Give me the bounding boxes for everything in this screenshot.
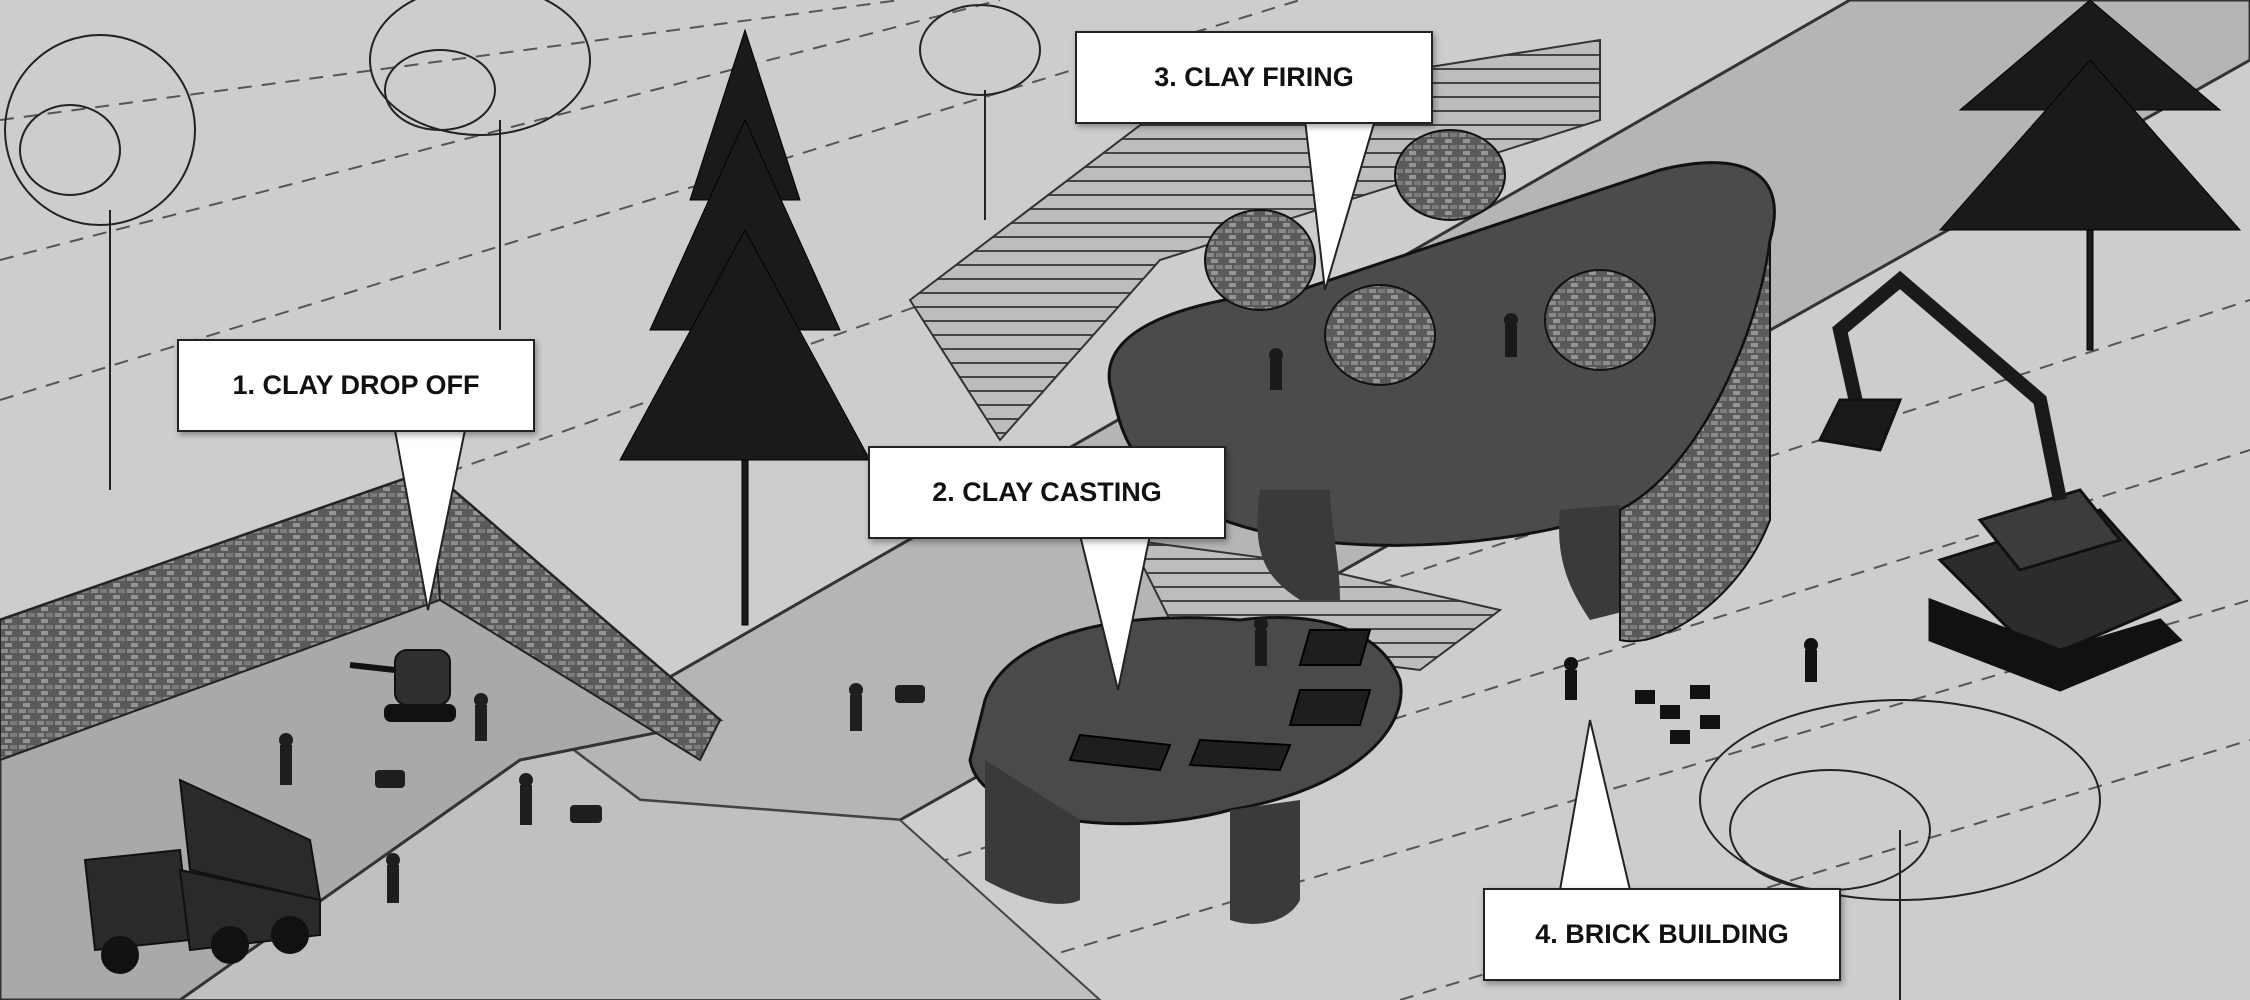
callout-clay-casting: 2. CLAY CASTING	[868, 446, 1226, 539]
kiln	[1204, 209, 1316, 311]
tree-icon	[919, 4, 1041, 220]
firing-platform	[1107, 129, 1776, 643]
brick-pile	[1564, 638, 1818, 744]
callout-label-step1: 1. CLAY DROP OFF	[232, 370, 480, 400]
kiln	[1324, 284, 1436, 386]
dump-truck-icon	[83, 778, 322, 974]
callout-label-step3: 3. CLAY FIRING	[1154, 62, 1354, 92]
trees	[4, 0, 2101, 1000]
tree-icon	[4, 34, 196, 490]
casting-platform	[968, 616, 1403, 924]
excavator-icon	[1817, 270, 2183, 692]
kiln	[1544, 269, 1656, 371]
kiln	[1394, 129, 1506, 221]
pine-tree-icon	[1938, 0, 2242, 351]
workers-group	[279, 683, 925, 903]
mini-excavator-icon	[349, 649, 456, 722]
callout-label-step4: 4. BRICK BUILDING	[1535, 919, 1789, 949]
callout-label-step2: 2. CLAY CASTING	[932, 477, 1162, 507]
tree-icon	[369, 0, 591, 330]
callout-clay-drop-off: 1. CLAY DROP OFF	[177, 339, 535, 432]
callout-brick-building: 4. BRICK BUILDING	[1483, 888, 1841, 981]
pine-trees	[619, 0, 2242, 626]
pine-tree-icon	[619, 28, 871, 626]
callout-clay-firing: 3. CLAY FIRING	[1075, 31, 1433, 124]
casting-tables	[1068, 629, 1372, 772]
